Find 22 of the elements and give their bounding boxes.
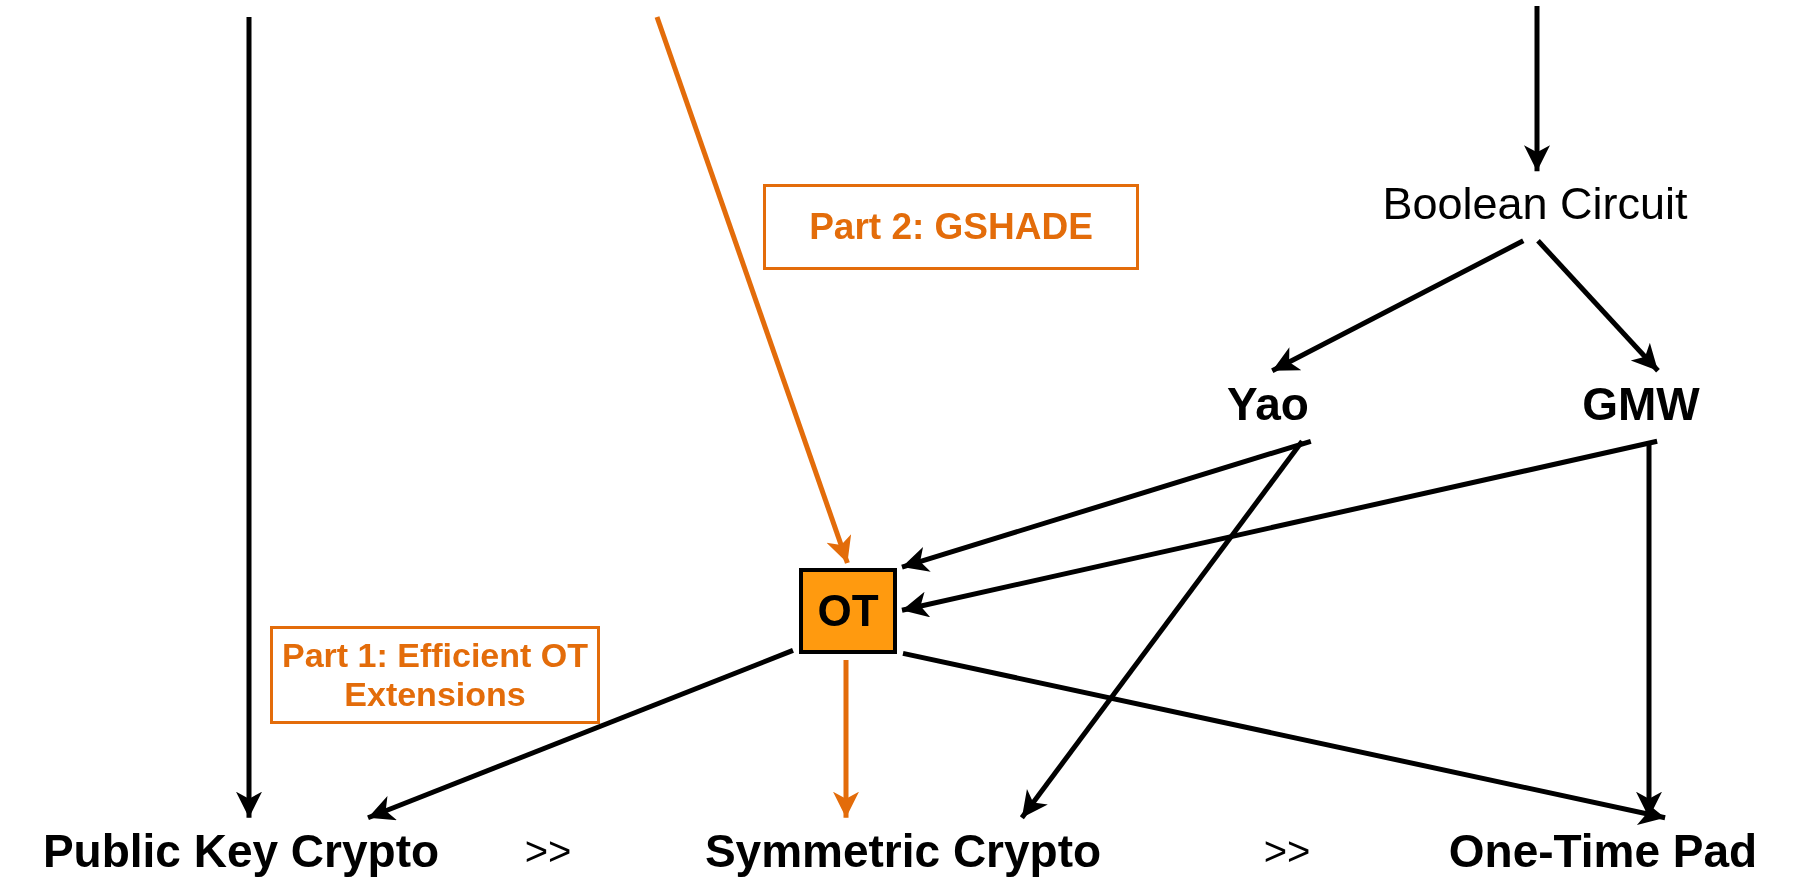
arrow	[902, 650, 1666, 825]
node-label: Boolean Circuit	[1382, 179, 1688, 229]
arrow	[236, 17, 262, 818]
part-label-box: Part 1: Efficient OT Extensions	[270, 626, 600, 724]
much-greater-sign: >>	[1263, 829, 1311, 873]
arrow	[1536, 239, 1660, 373]
arrow	[833, 660, 859, 818]
arrow	[367, 648, 794, 821]
arrow	[654, 16, 852, 564]
ot-box: OT	[799, 568, 897, 654]
node-label: Symmetric Crypto	[704, 825, 1102, 877]
arrow	[901, 438, 1312, 572]
arrow	[1019, 439, 1305, 820]
node-label: Public Key Crypto	[42, 825, 440, 877]
arrow	[1271, 238, 1525, 373]
node-label: GMW	[1582, 378, 1700, 430]
much-greater-sign: >>	[524, 829, 572, 873]
node-label: One-Time Pad	[1448, 825, 1758, 877]
node-label: Yao	[1227, 378, 1309, 430]
arrow	[901, 438, 1658, 618]
part-label-box: Part 2: GSHADE	[763, 184, 1139, 270]
arrow	[1524, 6, 1550, 172]
